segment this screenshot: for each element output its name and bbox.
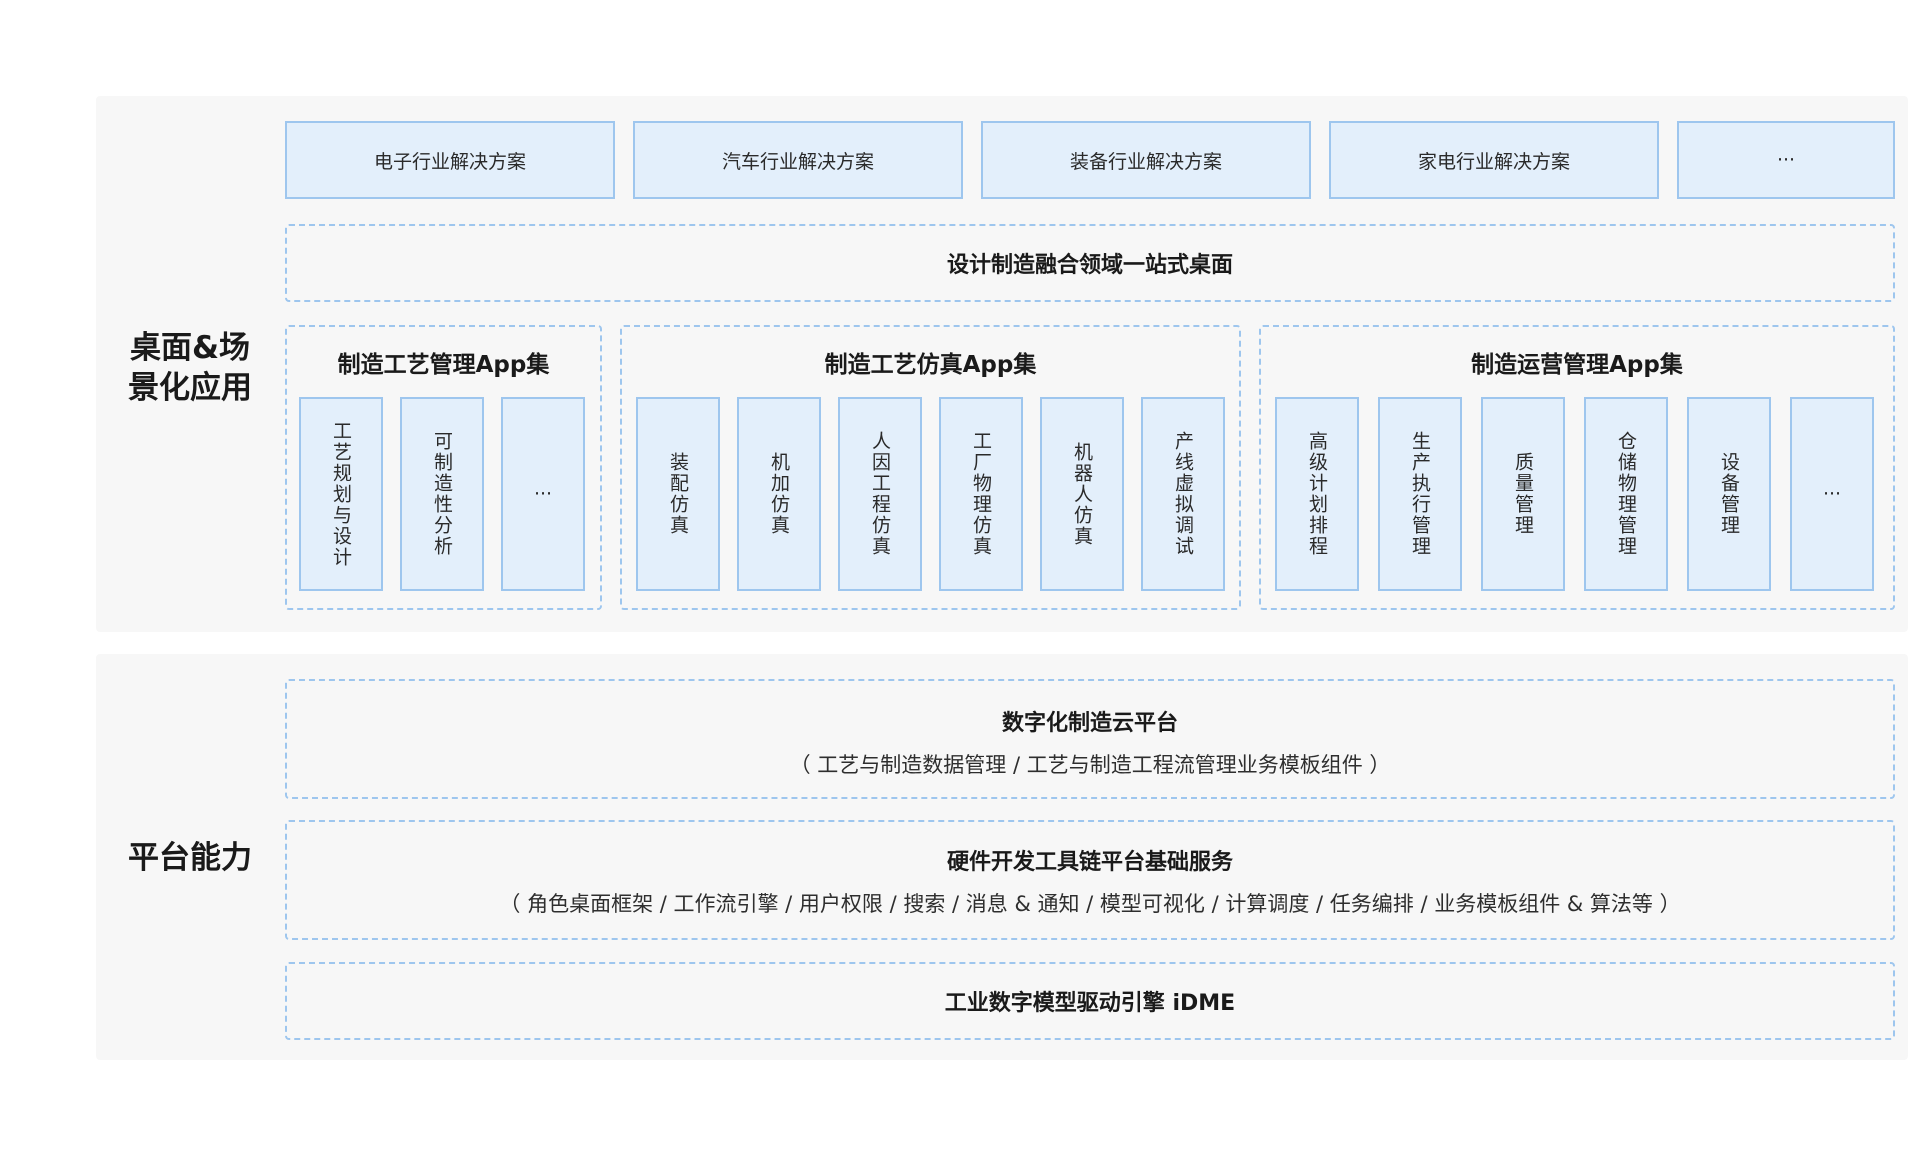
ellipsis-label: ··· [1776, 149, 1796, 171]
app-label: 可制造性分析 [431, 431, 453, 557]
app-label: 产线虚拟调试 [1172, 431, 1194, 557]
idme-engine-title: 工业数字模型驱动引擎 iDME [944, 991, 1236, 1016]
app-label: 仓储物理管理 [1615, 431, 1637, 557]
app-quality-management: 质量管理 [1481, 397, 1565, 591]
solution-equipment: 装备行业解决方案 [981, 121, 1311, 199]
app-group-title: 制造工艺管理App集 [337, 352, 550, 378]
toolchain-service-subtitle: （ 角色桌面框架 / 工作流引擎 / 用户权限 / 搜索 / 消息 & 通知 /… [499, 892, 1681, 916]
app-group-title: 制造运营管理App集 [1471, 352, 1683, 378]
app-group-process-management: 制造工艺管理App集 [285, 325, 602, 610]
app-robot-simulation: 机器人仿真 [1040, 397, 1124, 591]
app-group-operations-management: 制造运营管理App集 [1259, 325, 1895, 610]
app-ergonomics-simulation: 人因工程仿真 [838, 397, 922, 591]
app-label: 质量管理 [1512, 452, 1534, 536]
app-label: 工厂物理仿真 [970, 431, 992, 557]
scenario-label-line-2: 景化应用 [128, 370, 252, 406]
app-label: 机加仿真 [768, 452, 790, 536]
solution-electronics: 电子行业解决方案 [285, 121, 615, 199]
platform-section [96, 654, 1908, 1060]
app-warehouse-management: 仓储物理管理 [1584, 397, 1668, 591]
app-label: 人因工程仿真 [869, 431, 891, 557]
app-group-title: 制造工艺仿真App集 [824, 352, 1037, 378]
app-label: 设备管理 [1718, 452, 1740, 536]
solution-label: 家电行业解决方案 [1417, 150, 1570, 173]
cloud-platform-box: 数字化制造云平台 （ 工艺与制造数据管理 / 工艺与制造工程流管理业务模板组件 … [285, 679, 1895, 799]
toolchain-service-box: 硬件开发工具链平台基础服务 （ 角色桌面框架 / 工作流引擎 / 用户权限 / … [285, 820, 1895, 940]
scenario-label-line-1: 桌面&场 [129, 330, 251, 366]
app-factory-physics-simulation: 工厂物理仿真 [939, 397, 1023, 591]
cloud-platform-title: 数字化制造云平台 [1001, 711, 1178, 736]
scenario-section-label: 桌面&场 景化应用 [100, 328, 280, 408]
app-production-execution: 生产执行管理 [1378, 397, 1462, 591]
solution-automotive: 汽车行业解决方案 [633, 121, 963, 199]
app-equipment-management: 设备管理 [1687, 397, 1771, 591]
app-process-planning: 工艺规划与设计 [299, 397, 383, 591]
solution-more: ··· [1677, 121, 1895, 199]
app-group-process-simulation: 制造工艺仿真App集 [620, 325, 1241, 610]
cloud-platform-subtitle: （ 工艺与制造数据管理 / 工艺与制造工程流管理业务模板组件 ） [789, 753, 1391, 777]
app-more-management: ··· [501, 397, 585, 591]
platform-section-label: 平台能力 [128, 840, 252, 876]
one-stop-desktop-title: 设计制造融合领域一站式桌面 [946, 253, 1233, 278]
solution-appliance: 家电行业解决方案 [1329, 121, 1659, 199]
app-label: 装配仿真 [667, 452, 689, 536]
app-advanced-scheduling: 高级计划排程 [1275, 397, 1359, 591]
toolchain-service-title: 硬件开发工具链平台基础服务 [946, 850, 1233, 875]
solution-label: 电子行业解决方案 [373, 150, 526, 173]
ellipsis-label: ··· [533, 483, 553, 505]
one-stop-desktop-box: 设计制造融合领域一站式桌面 [285, 224, 1895, 302]
ellipsis-label: ··· [1822, 483, 1842, 505]
solution-label: 汽车行业解决方案 [721, 150, 874, 173]
app-label: 机器人仿真 [1071, 441, 1093, 547]
app-label: 高级计划排程 [1306, 431, 1328, 557]
app-more-operations: ··· [1790, 397, 1874, 591]
app-assembly-simulation: 装配仿真 [636, 397, 720, 591]
app-manufacturability-analysis: 可制造性分析 [400, 397, 484, 591]
app-label: 工艺规划与设计 [330, 420, 352, 568]
solution-label: 装备行业解决方案 [1069, 150, 1222, 173]
app-machining-simulation: 机加仿真 [737, 397, 821, 591]
app-virtual-commissioning: 产线虚拟调试 [1141, 397, 1225, 591]
app-label: 生产执行管理 [1409, 431, 1431, 557]
idme-engine-box: 工业数字模型驱动引擎 iDME [285, 962, 1895, 1040]
